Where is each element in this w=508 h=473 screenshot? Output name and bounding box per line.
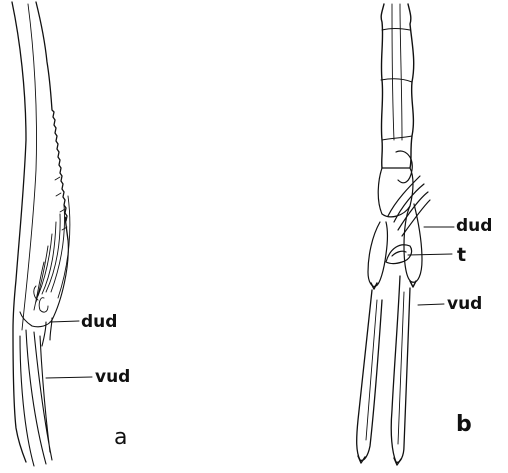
panel-b-stalk-left [381, 4, 384, 168]
panel-a-setae-fan [34, 196, 70, 310]
panel-a-lower-lobe [20, 240, 68, 327]
panel-a-vud-leader [46, 377, 92, 378]
panel-b-segment-joints [381, 29, 412, 141]
panel-b-t-structure [386, 245, 412, 264]
panel-b-vud-leader [418, 304, 444, 305]
panel-b-dud-left [368, 222, 388, 286]
panel-b-basal-plates [378, 151, 413, 217]
panel-a-letter: a [114, 427, 127, 449]
panel-b-drawing [357, 4, 454, 465]
panel-a-left-outline [12, 2, 26, 462]
panel-a-dud-leader [50, 321, 79, 322]
panel-a-vud-rami [20, 330, 52, 466]
panel-b-dud-right [404, 204, 422, 282]
panel-a-lobe-curls [34, 286, 48, 312]
panel-b-t-leader [408, 254, 452, 255]
panel-b-letter: b [456, 414, 472, 436]
panel-b-vud-label: vud [447, 296, 482, 313]
panel-a-drawing [12, 2, 92, 466]
panel-a-dud-label: dud [81, 314, 117, 331]
panel-b-dud-label: dud [456, 218, 492, 235]
panel-b-stalk-right [408, 4, 414, 168]
panel-b-stalk-inner [392, 4, 402, 140]
panel-a-right-serrated-margin [36, 2, 68, 240]
panel-a-vud-label: vud [95, 369, 130, 386]
panel-b-t-label: t [457, 246, 466, 265]
panel-b-vud-left [357, 290, 382, 460]
